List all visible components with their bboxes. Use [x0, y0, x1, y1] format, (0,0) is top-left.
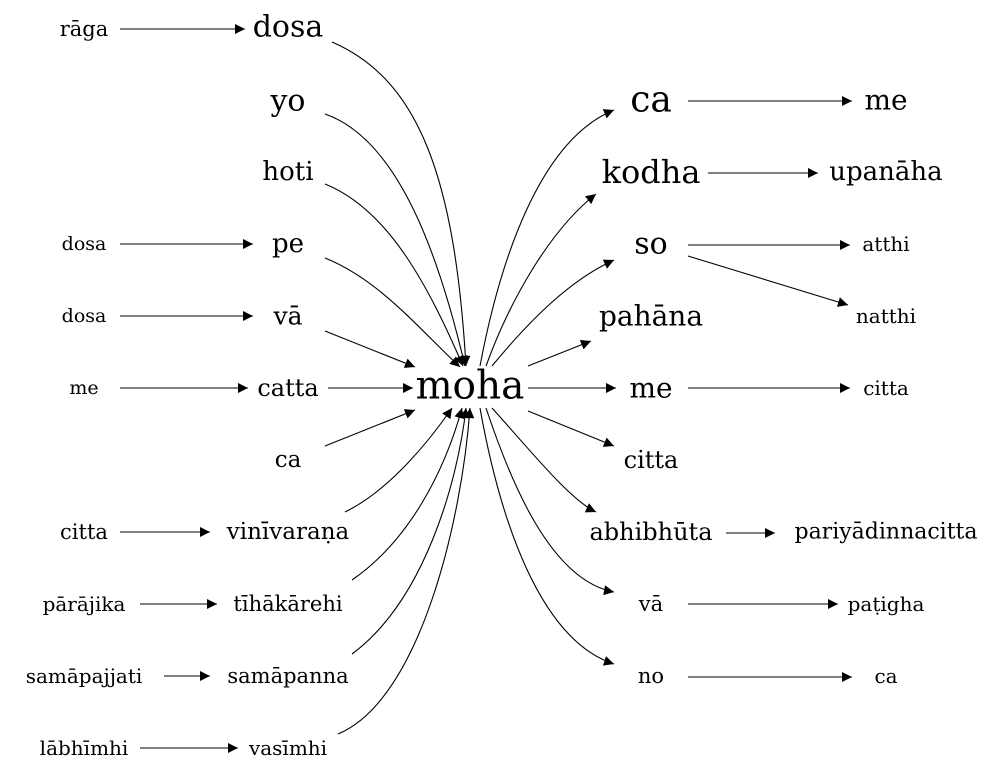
edge-moha-to-citta_r2	[527, 410, 615, 447]
edge-moha-to-kodha	[485, 193, 597, 367]
node-samapanna: samāpanna	[227, 664, 348, 688]
node-raga: rāga	[60, 17, 109, 41]
node-labhimhi: lābhīmhi	[40, 736, 129, 760]
node-catta: catta	[257, 374, 318, 402]
edge-yo-to-moha	[324, 113, 468, 367]
node-citta_r2: citta	[624, 446, 679, 474]
node-me_l: me	[69, 377, 98, 399]
edge-moha-to-no	[479, 407, 615, 666]
graph-edges	[120, 24, 852, 753]
node-pahana: pahāna	[599, 300, 703, 333]
node-ca_r: ca	[630, 80, 672, 121]
node-va_l: vā	[272, 302, 302, 331]
node-me_r1: me	[864, 84, 907, 117]
node-me_r2: me	[629, 372, 672, 405]
node-kodha: kodha	[602, 153, 701, 191]
edge-samapanna-to-moha	[351, 407, 470, 655]
node-dosa_top: dosa	[253, 10, 324, 45]
edge-hoti-to-moha	[324, 183, 464, 367]
node-tihakarehi: tīhākārehi	[233, 592, 342, 616]
edge-ca_l-to-moha	[324, 409, 416, 447]
edge-pe-to-moha	[324, 257, 461, 368]
graph-nodes: rāga dosa yo hoti dosa pe dosa vā me catta ca citta…	[26, 10, 978, 761]
node-vasimhi: vasīmhi	[248, 736, 327, 760]
node-ca_r2: ca	[874, 664, 897, 688]
node-yo: yo	[269, 84, 305, 119]
node-hoti: hoti	[262, 157, 313, 187]
node-moha: moha	[416, 364, 525, 409]
edge-vinivarana-to-moha	[344, 407, 453, 513]
node-natthi: natthi	[856, 304, 916, 328]
node-no: no	[638, 664, 664, 688]
node-parajika: pārājika	[43, 592, 126, 616]
node-abhibhuta: abhibhūta	[589, 518, 712, 546]
node-dosa_l2: dosa	[62, 305, 107, 327]
node-atthi: atthi	[862, 232, 909, 256]
node-upanaha: upanāha	[829, 157, 942, 187]
node-pariyadinnacitta: pariyādinnacitta	[794, 520, 977, 545]
node-citta_r1: citta	[863, 376, 909, 400]
node-pe: pe	[272, 229, 304, 259]
node-patigha: paṭigha	[848, 592, 925, 616]
edge-so-to-natthi	[687, 255, 849, 307]
edge-tihakarehi-to-moha	[351, 407, 465, 581]
node-vinivarana: vinīvaraṇa	[226, 519, 350, 545]
node-ca_l: ca	[275, 447, 302, 473]
node-so: so	[634, 227, 667, 262]
edge-moha-to-va_r	[485, 407, 615, 596]
edge-vasimhi-to-moha	[337, 407, 475, 735]
edge-moha-to-abhibhuta	[491, 407, 597, 513]
node-samapajjati: samāpajjati	[26, 664, 143, 688]
edge-va_l-to-moha	[324, 330, 416, 368]
edge-moha-to-so	[491, 259, 615, 367]
node-dosa_l1: dosa	[62, 233, 107, 255]
node-va_r: vā	[638, 592, 663, 616]
node-citta_l: citta	[60, 520, 108, 544]
edge-dosa_top-to-moha	[331, 41, 471, 367]
edge-moha-to-pahana	[527, 340, 592, 367]
edge-moha-to-ca_r	[479, 109, 615, 367]
